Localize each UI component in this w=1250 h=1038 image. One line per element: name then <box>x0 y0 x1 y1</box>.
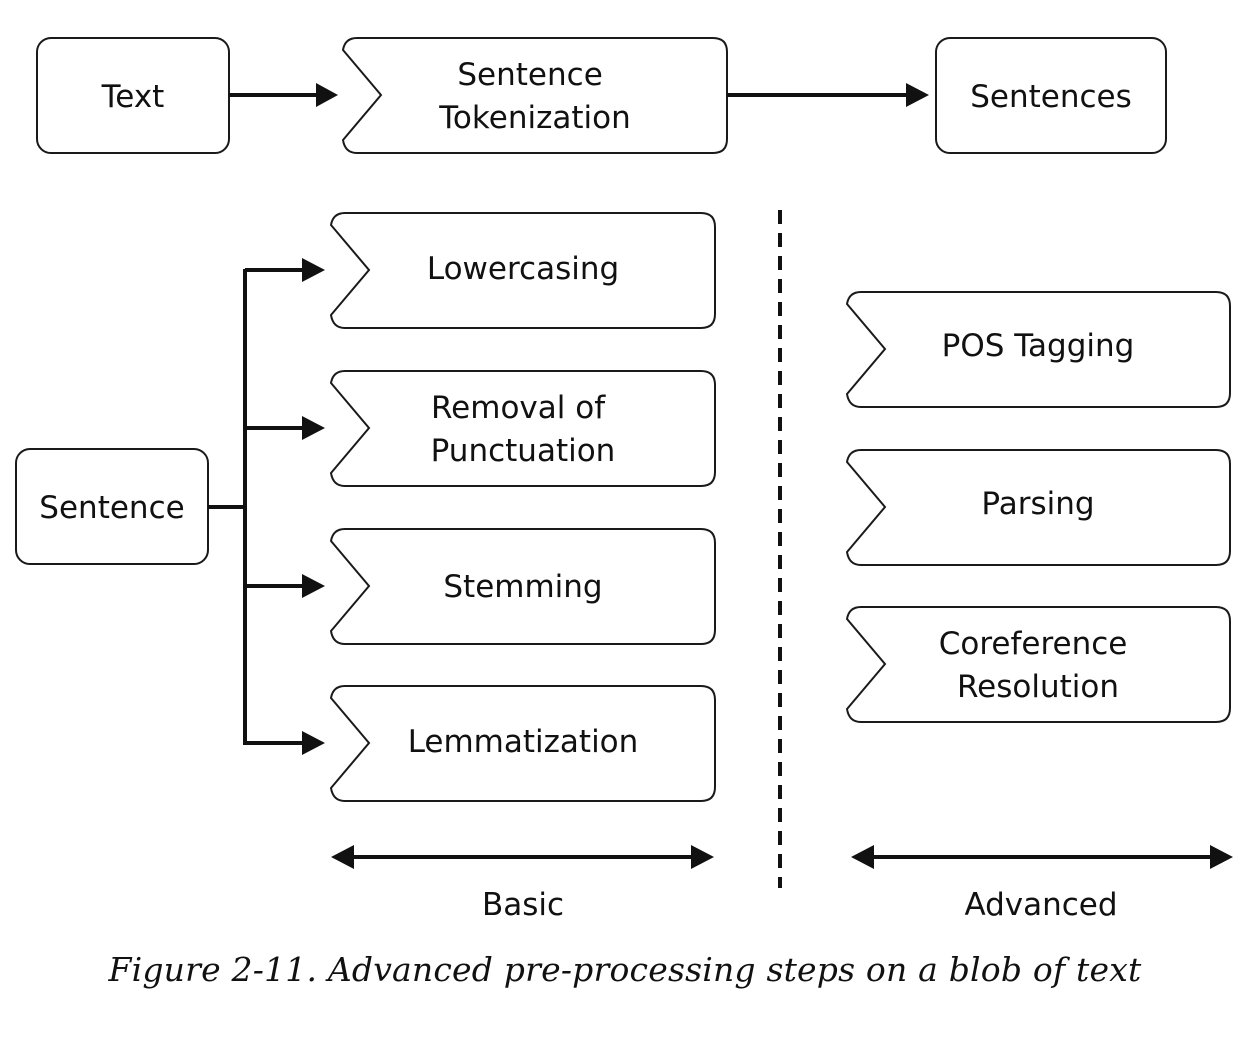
lowercasing-label: Lowercasing <box>427 251 619 287</box>
lemmatization-label: Lemmatization <box>408 724 639 760</box>
branch-arrow-stemming-head <box>302 574 325 598</box>
pos-tagging-box <box>845 291 1231 408</box>
basic-label: Basic <box>482 887 564 923</box>
lemmatization-box <box>329 685 716 802</box>
basic-range-right-head <box>691 845 714 869</box>
sentences-box <box>935 37 1167 154</box>
parsing-box <box>845 449 1231 566</box>
coreference-resolution-label: Coreference Resolution <box>939 626 1138 705</box>
figure-caption: Figure 2-11. Advanced pre-processing ste… <box>108 950 1142 989</box>
branch-arrow-punctuation-head <box>302 416 325 440</box>
stemming-box <box>329 528 716 645</box>
branch-arrow-lemmatization-head <box>302 731 325 755</box>
arrow-tokenization-to-sentences-head <box>906 83 929 107</box>
sentences-label: Sentences <box>970 79 1132 115</box>
advanced-range-right-head <box>1210 845 1233 869</box>
removal-of-punctuation-label: Removal of Punctuation <box>431 390 616 469</box>
sentence-tokenization-label: Sentence Tokenization <box>438 57 630 136</box>
lowercasing-box <box>329 212 716 329</box>
coreference-resolution-box <box>845 606 1231 723</box>
removal-of-punctuation-box <box>329 370 716 487</box>
pos-tagging-label: POS Tagging <box>942 328 1135 364</box>
advanced-range-left-head <box>851 845 874 869</box>
parsing-label: Parsing <box>981 486 1094 522</box>
sentence-tokenization-box <box>341 37 728 154</box>
arrow-text-to-tokenization-head <box>316 83 338 107</box>
branch-connector <box>208 268 302 745</box>
stemming-label: Stemming <box>443 569 602 605</box>
text-label: Text <box>101 79 165 115</box>
sentence-label: Sentence <box>39 490 184 526</box>
basic-range-left-head <box>331 845 354 869</box>
branch-arrow-lowercasing-head <box>302 258 325 282</box>
advanced-label: Advanced <box>964 887 1117 923</box>
